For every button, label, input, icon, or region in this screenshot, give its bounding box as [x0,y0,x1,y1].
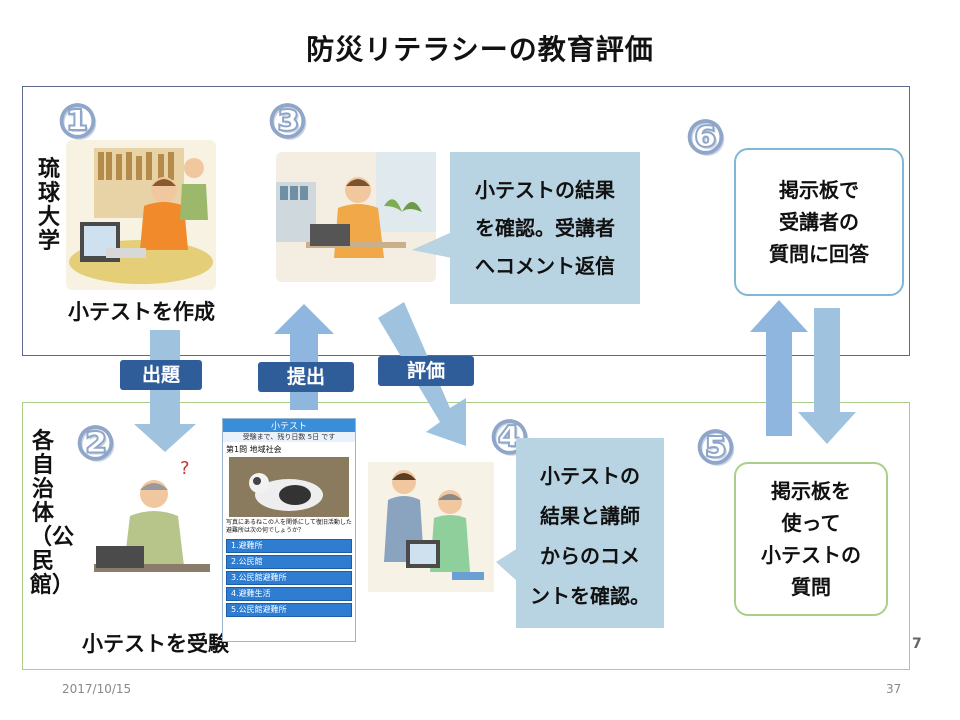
learner-callout-line-3: からのコメ [540,544,640,568]
step-3-number: ③ [267,94,308,148]
review-callout-line-1: 小テストの結果 [475,178,615,202]
question-board-line-4: 質問 [791,575,831,599]
question-board-line-2: 使って [781,511,841,535]
step-1-number: ① [57,94,98,148]
question-tag: 出題 [120,360,202,390]
board-down-arrow [798,308,856,444]
inner-page-number: 7 [912,636,922,652]
learner-callout-tail [496,548,518,582]
answer-board-line-1: 掲示板で [779,178,859,202]
phone-option[interactable]: 2.公民館 [226,555,352,569]
municipality-label: 各自治体（公民館） [30,429,75,598]
results-check-illustration [368,462,494,592]
phone-header: 小テスト [223,419,355,432]
step-5-number: ⑤ [695,420,736,474]
answer-board-line-2: 受講者の [779,210,859,234]
footer-date: 2017/10/15 [62,682,132,696]
question-board-box: 掲示板を 使って 小テストの 質問 [734,462,888,616]
review-callout-line-2: を確認。受講者 [475,216,615,240]
phone-option[interactable]: 5.公民館避難所 [226,603,352,617]
question-down-arrow [134,330,196,452]
university-label: 琉球大学 [37,157,60,254]
step-2-number: ② [75,416,116,470]
review-callout-line-3: へコメント返信 [475,254,615,278]
submit-tag: 提出 [258,362,354,392]
phone-question-title: 第1問 地域社会 [226,445,282,454]
svg-text:?: ? [180,460,190,479]
phone-question-text: 写真にあるねこの人を関係にして復旧活動した避難所は次の何でしょうか？ [226,519,352,534]
learner-results-callout: 小テストの 結果と講師 からのコメ ントを確認。 [516,438,664,628]
phone-subheader: 受験まで、残り日数 5日 です [223,432,355,442]
teacher-office-illustration [66,140,216,290]
learner-illustration: ? [92,458,212,590]
step-6-number: ⑥ [685,110,726,164]
review-callout-tail [412,232,452,258]
learner-callout-line-2: 結果と講師 [540,504,640,528]
answer-board-box: 掲示板で 受講者の 質問に回答 [734,148,904,296]
phone-option[interactable]: 3.公民館避難所 [226,571,352,585]
phone-photo [229,457,349,517]
quiz-phone-screen: 小テスト 受験まで、残り日数 5日 です 第1問 地域社会 写真にあるねこの人を… [222,418,356,642]
take-test-caption: 小テストを受験 [82,632,229,656]
question-board-line-1: 掲示板を [771,479,851,503]
learner-callout-line-4: ントを確認。 [530,584,650,608]
footer-page-number: 37 [886,682,902,696]
answer-board-line-3: 質問に回答 [769,242,869,266]
phone-option[interactable]: 1.避難所 [226,539,352,553]
page-title: 防災リテラシーの教育評価 [306,33,654,66]
learner-callout-line-1: 小テストの [540,464,640,488]
make-test-caption: 小テストを作成 [68,300,215,324]
question-board-line-3: 小テストの [761,543,861,567]
review-results-callout: 小テストの結果 を確認。受講者 へコメント返信 [450,152,640,304]
board-up-arrow [750,300,808,436]
submit-up-arrow [274,304,334,410]
instructor-reviewing-illustration [276,152,436,282]
phone-option[interactable]: 4.避難生活 [226,587,352,601]
evaluate-tag: 評価 [378,356,474,386]
